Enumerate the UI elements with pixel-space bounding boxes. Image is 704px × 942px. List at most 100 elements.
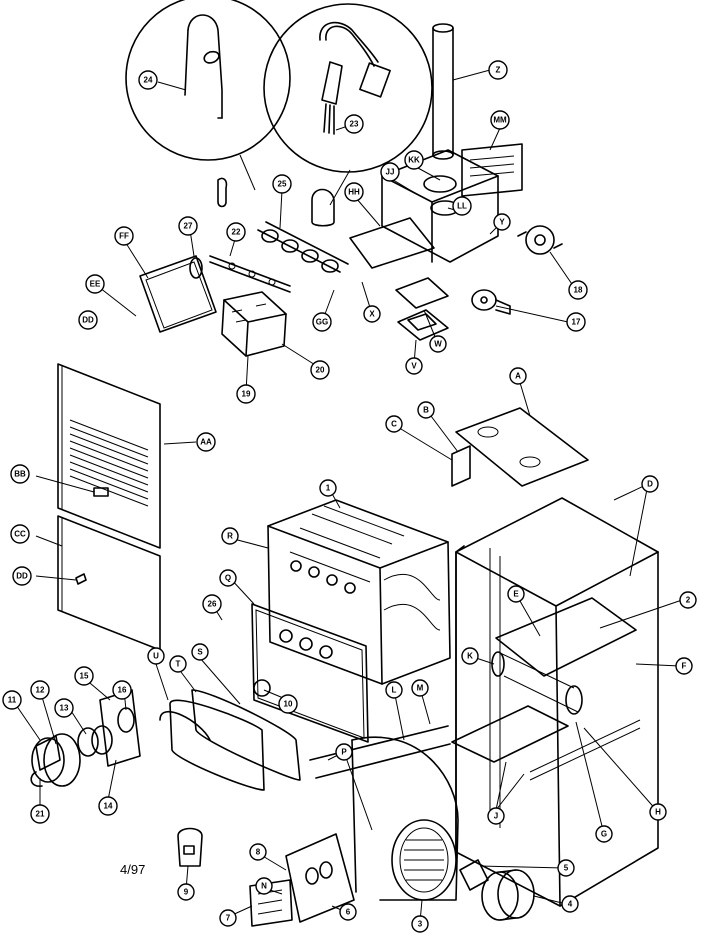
- svg-text:KK: KK: [408, 156, 420, 165]
- svg-text:DD: DD: [16, 572, 28, 581]
- svg-text:JJ: JJ: [386, 168, 395, 177]
- callout-13: 13: [54, 698, 74, 718]
- svg-text:1: 1: [326, 484, 331, 493]
- callout-r: R: [221, 527, 239, 545]
- svg-text:F: F: [682, 662, 687, 671]
- svg-text:19: 19: [242, 390, 251, 399]
- callout-18: 18: [568, 280, 588, 300]
- svg-text:17: 17: [572, 318, 581, 327]
- svg-text:25: 25: [278, 180, 287, 189]
- callout-25: 25: [272, 174, 292, 194]
- callout-4: 4: [561, 895, 579, 913]
- svg-text:20: 20: [316, 366, 325, 375]
- svg-text:P: P: [341, 748, 347, 757]
- callout-jj: JJ: [380, 162, 400, 182]
- svg-text:M: M: [417, 684, 424, 693]
- callout-f: F: [675, 657, 693, 675]
- callout-12: 12: [30, 680, 50, 700]
- svg-text:A: A: [515, 372, 521, 381]
- svg-text:R: R: [227, 532, 233, 541]
- upper-door-panel: [57, 363, 161, 549]
- gasket-and-bracket: [395, 277, 449, 341]
- callout-5: 5: [557, 859, 575, 877]
- inducer-motor: [30, 689, 141, 787]
- lower-door-panel: [57, 515, 161, 651]
- detail-circle-23: [263, 3, 433, 227]
- callout-dd-upper: DD: [78, 310, 98, 330]
- svg-text:K: K: [467, 652, 473, 661]
- callout-ee: EE: [85, 274, 105, 294]
- callout-3: 3: [411, 915, 429, 933]
- blower-motor: [459, 859, 535, 921]
- callout-j: J: [487, 807, 505, 825]
- svg-text:11: 11: [8, 696, 17, 705]
- furnace-cabinet: [451, 497, 659, 907]
- callout-p: P: [335, 743, 353, 761]
- callout-17: 17: [566, 312, 586, 332]
- svg-text:E: E: [513, 590, 519, 599]
- control-box: [249, 833, 355, 927]
- door-switch: [177, 827, 203, 867]
- callout-v: V: [405, 357, 423, 375]
- callout-15: 15: [74, 666, 94, 686]
- svg-text:T: T: [176, 660, 181, 669]
- svg-text:7: 7: [226, 914, 231, 923]
- svg-text:9: 9: [184, 888, 189, 897]
- svg-text:U: U: [153, 652, 159, 661]
- pressure-switch: [471, 289, 511, 315]
- callout-cc: CC: [10, 524, 30, 544]
- callout-aa: AA: [196, 432, 216, 452]
- svg-text:22: 22: [232, 228, 241, 237]
- svg-text:W: W: [434, 340, 442, 349]
- callout-t: T: [169, 655, 187, 673]
- callout-ll: LL: [452, 196, 472, 216]
- svg-text:FF: FF: [119, 232, 129, 241]
- tubes-and-gaskets: [159, 689, 301, 791]
- bracket-b: [451, 445, 471, 487]
- callout-20: 20: [310, 360, 330, 380]
- svg-text:MM: MM: [493, 116, 507, 125]
- callout-6: 6: [339, 903, 357, 921]
- svg-text:18: 18: [574, 286, 583, 295]
- svg-text:CC: CC: [14, 530, 26, 539]
- svg-text:X: X: [369, 310, 375, 319]
- callout-l: L: [385, 681, 403, 699]
- callout-z: Z: [488, 60, 508, 80]
- svg-text:10: 10: [284, 700, 293, 709]
- svg-text:D: D: [647, 480, 653, 489]
- svg-text:LL: LL: [457, 202, 467, 211]
- svg-text:6: 6: [346, 908, 351, 917]
- callout-u: U: [147, 647, 165, 665]
- svg-text:S: S: [197, 648, 203, 657]
- limit-switch: [517, 225, 563, 255]
- svg-text:GG: GG: [316, 318, 328, 327]
- callout-k: K: [461, 647, 479, 665]
- svg-text:Q: Q: [225, 574, 231, 583]
- top-panel: [455, 407, 589, 487]
- svg-text:2: 2: [686, 596, 691, 605]
- svg-text:Z: Z: [496, 66, 501, 75]
- svg-text:L: L: [392, 686, 397, 695]
- svg-text:3: 3: [418, 920, 423, 929]
- svg-text:12: 12: [36, 686, 45, 695]
- callout-n: N: [255, 877, 273, 895]
- callout-d: D: [641, 475, 659, 493]
- callout-22: 22: [226, 222, 246, 242]
- svg-text:16: 16: [118, 686, 127, 695]
- svg-text:H: H: [655, 808, 661, 817]
- svg-text:G: G: [601, 830, 607, 839]
- svg-text:4: 4: [568, 900, 573, 909]
- callout-w: W: [429, 335, 447, 353]
- callout-21: 21: [30, 804, 50, 824]
- svg-text:DD: DD: [82, 316, 94, 325]
- callout-11: 11: [2, 690, 22, 710]
- callout-9: 9: [177, 883, 195, 901]
- svg-text:V: V: [411, 362, 417, 371]
- callout-q: Q: [219, 569, 237, 587]
- gas-manifold: [209, 255, 291, 293]
- callout-m: M: [411, 679, 429, 697]
- revision-date: 4/97: [120, 862, 146, 877]
- svg-text:23: 23: [350, 120, 359, 129]
- svg-text:8: 8: [256, 848, 261, 857]
